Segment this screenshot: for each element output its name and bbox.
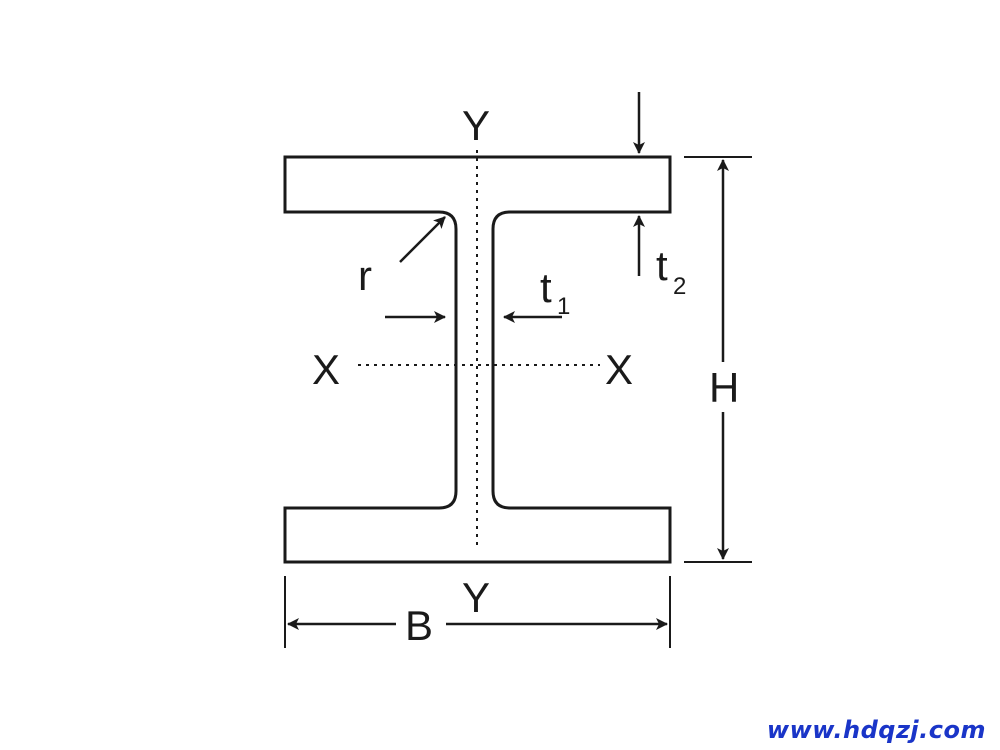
flange-thickness-label: t bbox=[656, 242, 668, 289]
width-label: B bbox=[405, 602, 433, 649]
height-label-bg bbox=[705, 362, 741, 412]
radius-arrow bbox=[399, 216, 446, 263]
radius-label: r bbox=[358, 252, 372, 299]
i-beam-outline bbox=[283, 155, 672, 564]
x-axis-label-right: X bbox=[605, 346, 633, 393]
x-axis-label-left: X bbox=[312, 346, 340, 393]
y-axis-label-bottom: Y bbox=[462, 574, 490, 621]
watermark-text: www.hdqzj.com bbox=[766, 716, 986, 744]
width-label-bg bbox=[396, 602, 446, 648]
height-label: H bbox=[709, 364, 739, 411]
web-thickness-label: t bbox=[540, 264, 552, 311]
flange-thickness-subscript: 2 bbox=[673, 273, 686, 300]
y-axis-label-top: Y bbox=[462, 102, 490, 149]
web-thickness-subscript: 1 bbox=[557, 293, 570, 320]
